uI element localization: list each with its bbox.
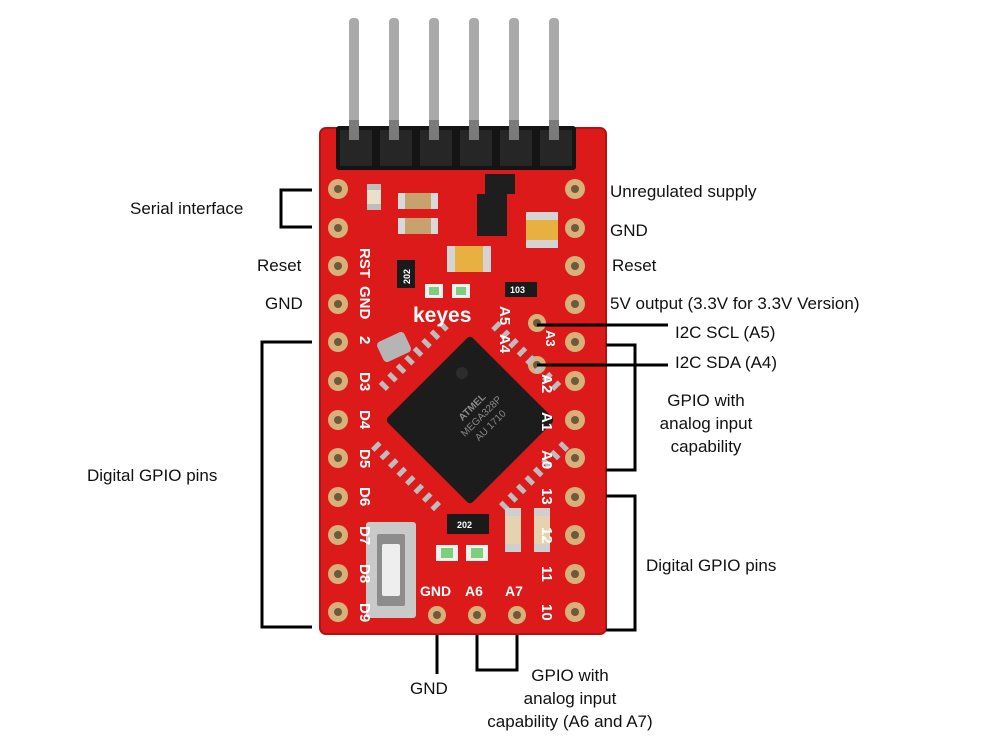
label-serial-interface: Serial interface <box>130 199 244 218</box>
crystal-resonator <box>377 332 411 362</box>
bracket-serial-interface <box>279 188 312 229</box>
bracket-gpio-analog-right <box>606 343 637 472</box>
label-gnd-bottom: GND <box>410 679 448 698</box>
label-unregulated-supply: Unregulated supply <box>610 182 757 201</box>
header-pin <box>469 18 479 148</box>
left-pin-pads <box>328 179 348 622</box>
silk-gnd: GND <box>356 286 373 320</box>
resistor-code-202-top: 202 <box>402 269 412 284</box>
silk-right-labels: A3 A2 A1 A0 13 12 11 10 <box>538 330 558 621</box>
smd-component <box>505 508 521 552</box>
resistor-code-202-bottom: 202 <box>457 520 472 530</box>
silk-a3: A3 <box>543 330 558 347</box>
silk-d8: D8 <box>356 564 373 583</box>
silk-a2: A2 <box>538 374 555 393</box>
smd-capacitor <box>398 193 438 209</box>
silk-left-labels: RST GND 2 D3 D4 D5 D6 D7 D8 D9 <box>356 248 373 622</box>
silk-d7: D7 <box>356 526 373 545</box>
header-pin <box>349 18 359 148</box>
mcu-chip <box>386 336 554 504</box>
silk-a0: A0 <box>538 450 555 469</box>
label-digital-gpio-left: Digital GPIO pins <box>87 466 218 485</box>
label-reset-right: Reset <box>612 256 657 275</box>
silk-d6: D6 <box>356 487 373 506</box>
silk-13: 13 <box>538 488 555 505</box>
brand-logo-text: keyes <box>413 304 471 327</box>
resistor-202-top <box>397 260 415 288</box>
silk-11: 11 <box>538 566 555 582</box>
bracket-digital-gpio-right <box>606 494 637 632</box>
resistor-103 <box>505 282 537 297</box>
right-pin-pads <box>565 179 585 622</box>
bracket-gpio-analog-bottom <box>475 635 519 672</box>
silk-d3: D3 <box>356 372 373 391</box>
header-pin <box>509 18 519 148</box>
smd-component <box>367 184 381 210</box>
silk-10: 10 <box>538 604 555 621</box>
silk-gnd-bottom: GND <box>420 583 451 599</box>
label-reset-left: Reset <box>257 256 302 275</box>
annotation-lines <box>260 188 668 674</box>
header-pins <box>349 18 559 148</box>
label-i2c-scl: I2C SCL (A5) <box>675 323 776 342</box>
header-pin <box>429 18 439 148</box>
header-pin <box>389 18 399 148</box>
smd-capacitor <box>398 218 438 234</box>
silk-d5: D5 <box>356 449 373 468</box>
silk-12: 12 <box>538 527 555 544</box>
label-gpio-analog-bottom: GPIO with analog input capability (A6 an… <box>487 666 653 731</box>
bracket-digital-gpio-left <box>260 340 312 629</box>
silk-a7: A7 <box>505 583 523 599</box>
silk-d4: D4 <box>356 410 373 430</box>
smd-component <box>534 508 550 552</box>
silk-rst: RST <box>356 248 373 278</box>
silk-bottom-labels: GND A6 A7 <box>420 583 523 599</box>
label-gnd-right: GND <box>610 221 648 240</box>
label-digital-gpio-right: Digital GPIO pins <box>646 556 777 575</box>
voltage-regulator <box>477 194 507 236</box>
silk-top-labels: A5 A4 <box>496 306 513 354</box>
label-5v-output: 5V output (3.3V for 3.3V Version) <box>610 294 860 313</box>
silk-a1: A1 <box>538 412 555 431</box>
header-pin <box>549 18 559 148</box>
label-gnd-left: GND <box>265 294 303 313</box>
resistor-202-bottom <box>447 514 489 534</box>
silk-a4: A4 <box>496 334 513 354</box>
silk-a6: A6 <box>465 583 483 599</box>
silk-d9: D9 <box>356 603 373 622</box>
resistor-code-103: 103 <box>510 285 525 295</box>
label-gpio-analog-right: GPIO with analog input capability <box>659 391 753 456</box>
silk-2: 2 <box>356 336 373 344</box>
silk-a5: A5 <box>496 306 513 325</box>
label-i2c-sda: I2C SDA (A4) <box>675 353 778 372</box>
